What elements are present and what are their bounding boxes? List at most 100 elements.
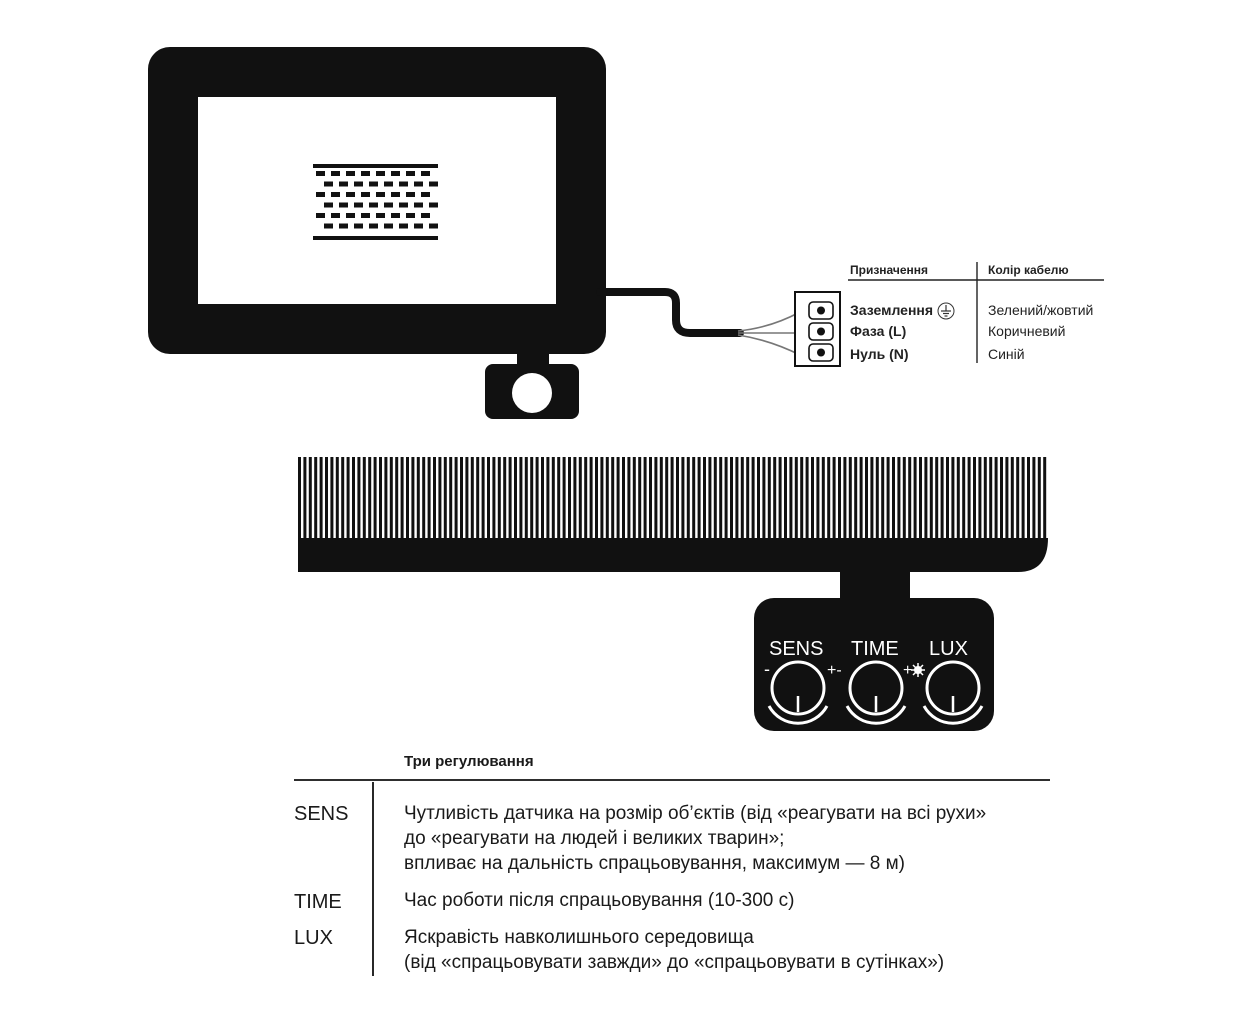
fin [816, 457, 820, 538]
desc-line: Час роботи після спрацьовування (10-300 … [404, 890, 795, 911]
fin [454, 457, 458, 538]
fin [643, 457, 647, 538]
fin [465, 457, 469, 538]
fin [811, 457, 814, 538]
knob-scale-arc [767, 705, 829, 725]
led-cell [339, 181, 348, 187]
fin [1016, 457, 1020, 538]
svg-text:-: - [764, 659, 770, 679]
fin [848, 457, 852, 538]
fin [476, 457, 480, 538]
fin [730, 457, 733, 538]
fin [622, 457, 625, 538]
wiring-purpose-label: Заземлення [850, 302, 934, 318]
desc-line: Чутливість датчика на розмір об’єктів (в… [404, 803, 987, 824]
adjustment-desc-time: Час роботи після спрацьовування (10-300 … [404, 888, 794, 913]
led-cell [346, 213, 355, 218]
fin [924, 457, 928, 538]
fin [886, 457, 890, 538]
led-cell [429, 223, 438, 229]
fin [638, 457, 642, 538]
fin [821, 457, 825, 538]
led-cell [316, 171, 325, 176]
fin [584, 457, 588, 538]
led-cell [414, 223, 423, 229]
fin [978, 457, 982, 538]
fin [832, 457, 836, 538]
desc-line: (від «спрацьовувати завжди» до «спрацьов… [404, 952, 945, 973]
fin [654, 457, 658, 538]
fin [443, 457, 447, 538]
fin [314, 457, 318, 538]
led-cell [369, 181, 378, 187]
fin [681, 457, 685, 538]
fin [892, 457, 895, 538]
led-cell [399, 181, 408, 187]
fin [1027, 457, 1030, 538]
fin [919, 457, 922, 538]
led-bar-bottom [313, 236, 438, 240]
fin [438, 457, 442, 538]
fin [611, 457, 615, 538]
fin [519, 457, 523, 538]
fin [616, 457, 620, 538]
fin [632, 457, 636, 538]
led-cell [339, 202, 348, 208]
fin [325, 457, 328, 538]
fin [676, 457, 679, 538]
sun-icon [911, 663, 925, 677]
fin [308, 457, 312, 538]
fin [962, 457, 966, 538]
fin [902, 457, 906, 538]
fin [433, 457, 436, 538]
fin [335, 457, 339, 538]
fin [362, 457, 366, 538]
fin [605, 457, 609, 538]
led-cell [316, 213, 325, 218]
fin [346, 457, 350, 538]
led-cell [354, 223, 363, 229]
fin [395, 457, 399, 538]
adjustment-name-time: TIME [294, 891, 342, 913]
fin [784, 457, 787, 538]
fin [600, 457, 604, 538]
fin [357, 457, 361, 538]
fin [562, 457, 566, 538]
fin [535, 457, 539, 538]
wiring-color-neutral: Синій [988, 346, 1025, 362]
fin [298, 457, 301, 538]
fin [406, 457, 409, 538]
fin [757, 457, 760, 538]
knob [925, 660, 981, 716]
fin [352, 457, 355, 538]
led-cell [361, 171, 370, 176]
fin [379, 457, 382, 538]
knob [770, 660, 826, 716]
knob-scale-arc [845, 705, 907, 725]
fin [373, 457, 377, 538]
fin [773, 457, 777, 538]
fin [908, 457, 912, 538]
wiring-purpose-ground: Заземлення [850, 299, 955, 321]
led-cell [391, 171, 400, 176]
fin [659, 457, 663, 538]
led-cell [384, 181, 393, 187]
fin [703, 457, 706, 538]
fin [303, 457, 307, 538]
led-cell [331, 192, 340, 197]
fin [481, 457, 485, 538]
fin [530, 457, 534, 538]
fin [789, 457, 793, 538]
fin [875, 457, 879, 538]
fin [735, 457, 739, 538]
floodlight-front [148, 47, 801, 419]
control-knobs [767, 660, 984, 725]
led-cell [361, 192, 370, 197]
fin [940, 457, 944, 538]
led-cell [406, 192, 415, 197]
fin [740, 457, 744, 538]
fin [487, 457, 490, 538]
led-cell [399, 223, 408, 229]
led-cell [399, 202, 408, 208]
